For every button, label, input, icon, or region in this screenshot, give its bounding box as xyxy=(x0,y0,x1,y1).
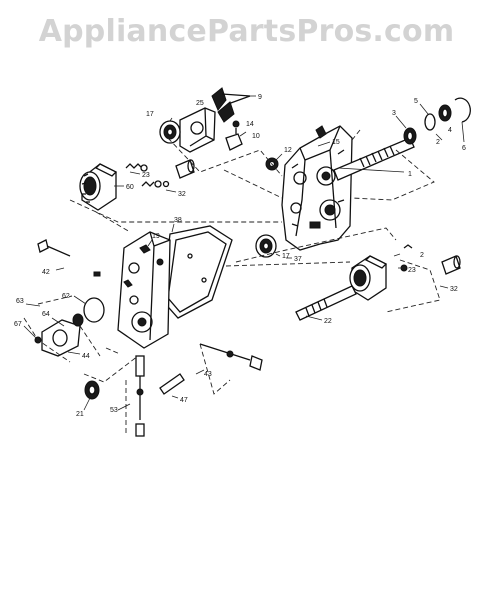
spring-parts-23-60[interactable] xyxy=(125,163,162,188)
callout-3: 3 xyxy=(392,110,396,117)
callout-2-lower: 2 xyxy=(420,252,424,259)
callout-47: 47 xyxy=(180,397,188,404)
sleeve-part-32-lower[interactable] xyxy=(400,244,461,275)
callout-leader-lines xyxy=(23,95,465,411)
callout-15: 15 xyxy=(332,139,340,146)
callout-2-upper: 2 xyxy=(436,139,440,146)
callout-44: 44 xyxy=(82,353,90,360)
callout-1: 1 xyxy=(408,171,412,178)
callout-25: 25 xyxy=(196,100,204,107)
upper-housing-part[interactable] xyxy=(281,125,353,251)
callout-6: 6 xyxy=(462,145,466,152)
bearing-part-17-upper[interactable] xyxy=(159,120,181,144)
callout-19: 19 xyxy=(152,233,160,240)
callout-32-lower: 32 xyxy=(450,286,458,293)
callout-63: 63 xyxy=(16,298,24,305)
input-shaft-part[interactable] xyxy=(333,137,415,181)
output-shaft-part-22[interactable] xyxy=(295,285,357,321)
swash-plate-part-9[interactable] xyxy=(211,87,251,123)
callout-9: 9 xyxy=(258,94,262,101)
center-plate-part-19[interactable] xyxy=(117,231,171,349)
callout-17-upper: 17 xyxy=(146,111,154,118)
gasket-part-38[interactable] xyxy=(161,225,233,319)
callout-4: 4 xyxy=(448,127,452,134)
callout-60: 60 xyxy=(126,184,134,191)
callout-21: 21 xyxy=(76,411,84,418)
callout-53: 53 xyxy=(110,407,118,414)
bolt-part-42[interactable] xyxy=(37,239,101,277)
callout-10: 10 xyxy=(252,133,260,140)
bolt-part-47[interactable] xyxy=(159,373,185,395)
callout-23-lower: 23 xyxy=(408,267,416,274)
callout-37: 37 xyxy=(294,256,302,263)
cover-plate-part-64[interactable] xyxy=(34,313,84,357)
valve-part-53[interactable] xyxy=(135,355,145,437)
callout-17-lower: 17 xyxy=(282,253,290,260)
callout-64: 64 xyxy=(42,311,50,318)
small-parts-14-10[interactable] xyxy=(225,120,243,151)
callout-23-upper: 23 xyxy=(142,172,150,179)
callout-62: 62 xyxy=(62,293,70,300)
ring-stack-parts[interactable] xyxy=(403,97,471,145)
watermark-text: AppliancePartsPros.com xyxy=(38,14,455,49)
bearing-part-17-lower[interactable] xyxy=(255,234,277,258)
sleeve-part-32-upper[interactable] xyxy=(162,159,195,188)
callout-12: 12 xyxy=(284,147,292,154)
plate-part-25[interactable] xyxy=(179,107,216,153)
callout-14: 14 xyxy=(246,121,254,128)
cylinder-block-part-60[interactable] xyxy=(79,163,118,211)
callout-67: 67 xyxy=(14,321,22,328)
callout-labels: 9 25 17 14 10 12 15 3 5 4 2 6 1 23 60 32… xyxy=(14,94,466,418)
callout-5: 5 xyxy=(414,98,418,105)
cylinder-block-part-right[interactable] xyxy=(349,255,388,301)
callout-22: 22 xyxy=(324,318,332,325)
seal-part-21[interactable] xyxy=(84,380,100,400)
callout-43: 43 xyxy=(204,371,212,378)
callout-42: 42 xyxy=(42,269,50,276)
callout-38: 38 xyxy=(174,217,182,224)
seal-ring-part-62[interactable] xyxy=(83,297,105,323)
bolt-part-43[interactable] xyxy=(199,343,263,371)
callout-32-upper: 32 xyxy=(178,191,186,198)
assembly-guide-lines xyxy=(23,129,441,436)
